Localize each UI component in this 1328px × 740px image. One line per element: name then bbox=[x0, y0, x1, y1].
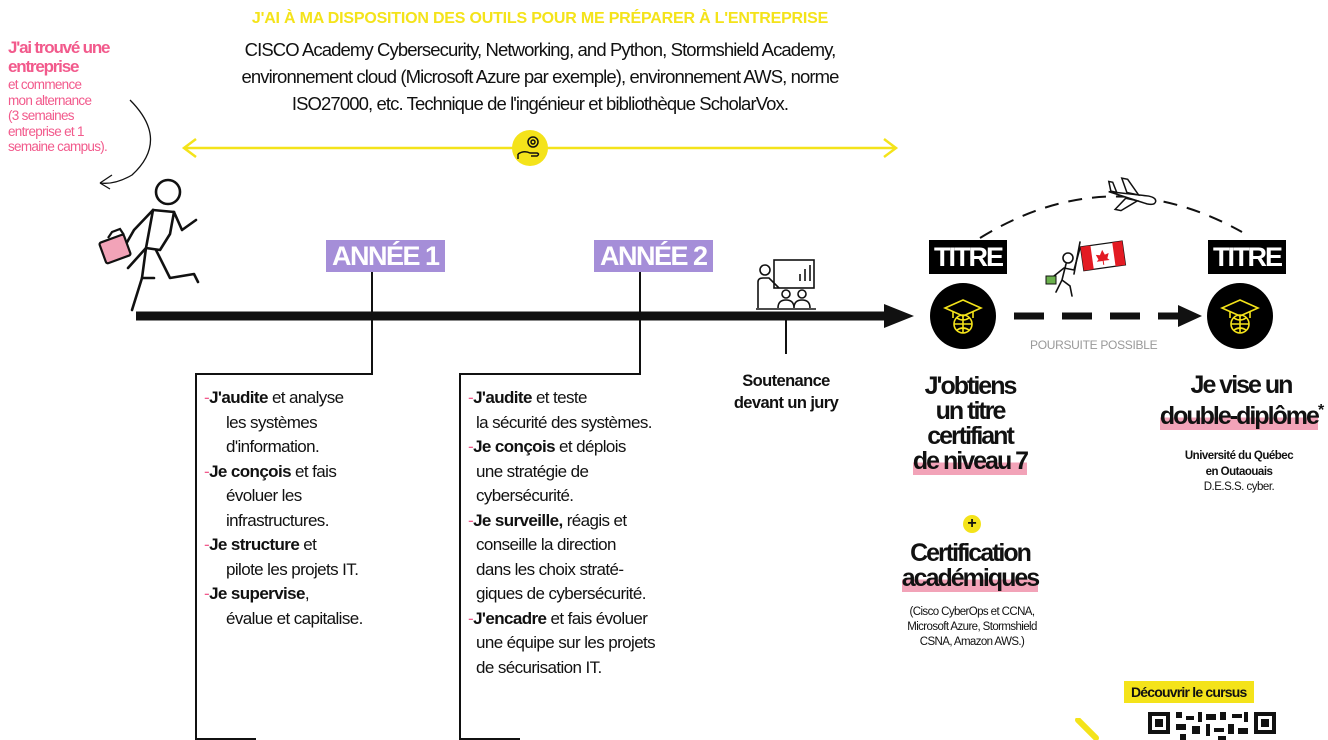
left-note: J'ai trouvé une entreprise et commence m… bbox=[8, 38, 158, 155]
list-item: -Je surveille, réagis et bbox=[468, 510, 627, 530]
left-note-body: et commence mon alternance (3 semaines e… bbox=[8, 77, 108, 154]
tools-double-arrow bbox=[181, 130, 899, 166]
year-1-tasks: -J'audite et analyse les systèmes d'info… bbox=[204, 386, 404, 631]
graduation-globe-icon-2 bbox=[1207, 283, 1273, 349]
gear-hand-icon bbox=[517, 136, 540, 159]
certification-title: Certification académiques bbox=[901, 539, 1040, 592]
graduation-globe-icon-1 bbox=[930, 283, 996, 349]
list-item: -Je supervise, bbox=[204, 584, 310, 603]
airplane-icon bbox=[1107, 177, 1157, 212]
year-2-tag: ANNÉE 2 bbox=[594, 240, 713, 272]
speech-bubble-curve bbox=[99, 99, 152, 190]
list-item: -Je conçois et fais bbox=[204, 461, 337, 481]
header-line-3: ISO27000, etc. Technique de l'ingénieur … bbox=[291, 93, 789, 114]
titre-2-title: Je vise un double-diplôme* bbox=[1159, 371, 1324, 431]
list-item: -Je conçois et déplois bbox=[468, 437, 626, 456]
runner-canada-flag-icon bbox=[1045, 240, 1127, 297]
header-title: J'AI À MA DISPOSITION DES OUTILS POUR ME… bbox=[251, 10, 829, 27]
header-description: CISCO Academy Cybersecurity, Networking,… bbox=[150, 36, 930, 117]
left-note-title: J'ai trouvé une entreprise bbox=[8, 38, 111, 76]
plus-icon: + bbox=[963, 515, 981, 533]
list-item: -Je structure et bbox=[204, 535, 317, 554]
university-info: Université du Québec en Outaouais D.E.S.… bbox=[1184, 450, 1294, 493]
certification-details: (Cisco CyberOps et CCNA, Microsoft Azure… bbox=[907, 606, 1037, 648]
header-line-1: CISCO Academy Cybersecurity, Networking,… bbox=[244, 39, 837, 60]
yellow-pointer-mark bbox=[1075, 718, 1099, 740]
plane-arc bbox=[979, 177, 1243, 239]
titre-2-badge: TITRE bbox=[1208, 240, 1286, 274]
header-line-2: environnement cloud (Microsoft Azure par… bbox=[241, 66, 839, 87]
list-item: -J'audite et analyse bbox=[204, 388, 344, 407]
year-2-tasks: -J'audite et teste la sécurité des systè… bbox=[468, 386, 708, 680]
discover-cursus-button[interactable]: Découvrir le cursus bbox=[1124, 681, 1254, 703]
titre-1-title: J'obtiens un titre certifiant de niveau … bbox=[912, 372, 1029, 475]
soutenance-label: Soutenance devant un jury bbox=[733, 372, 839, 412]
list-item: -J'audite et teste bbox=[468, 388, 588, 407]
qr-code-icon[interactable] bbox=[1146, 710, 1280, 740]
titre-1-badge: TITRE bbox=[929, 240, 1007, 274]
list-item: -J'encadre et fais évoluer bbox=[468, 608, 648, 628]
presentation-icon bbox=[756, 259, 816, 310]
poursuite-label: POURSUITE POSSIBLE bbox=[1030, 338, 1158, 352]
year-1-tag: ANNÉE 1 bbox=[326, 240, 445, 272]
